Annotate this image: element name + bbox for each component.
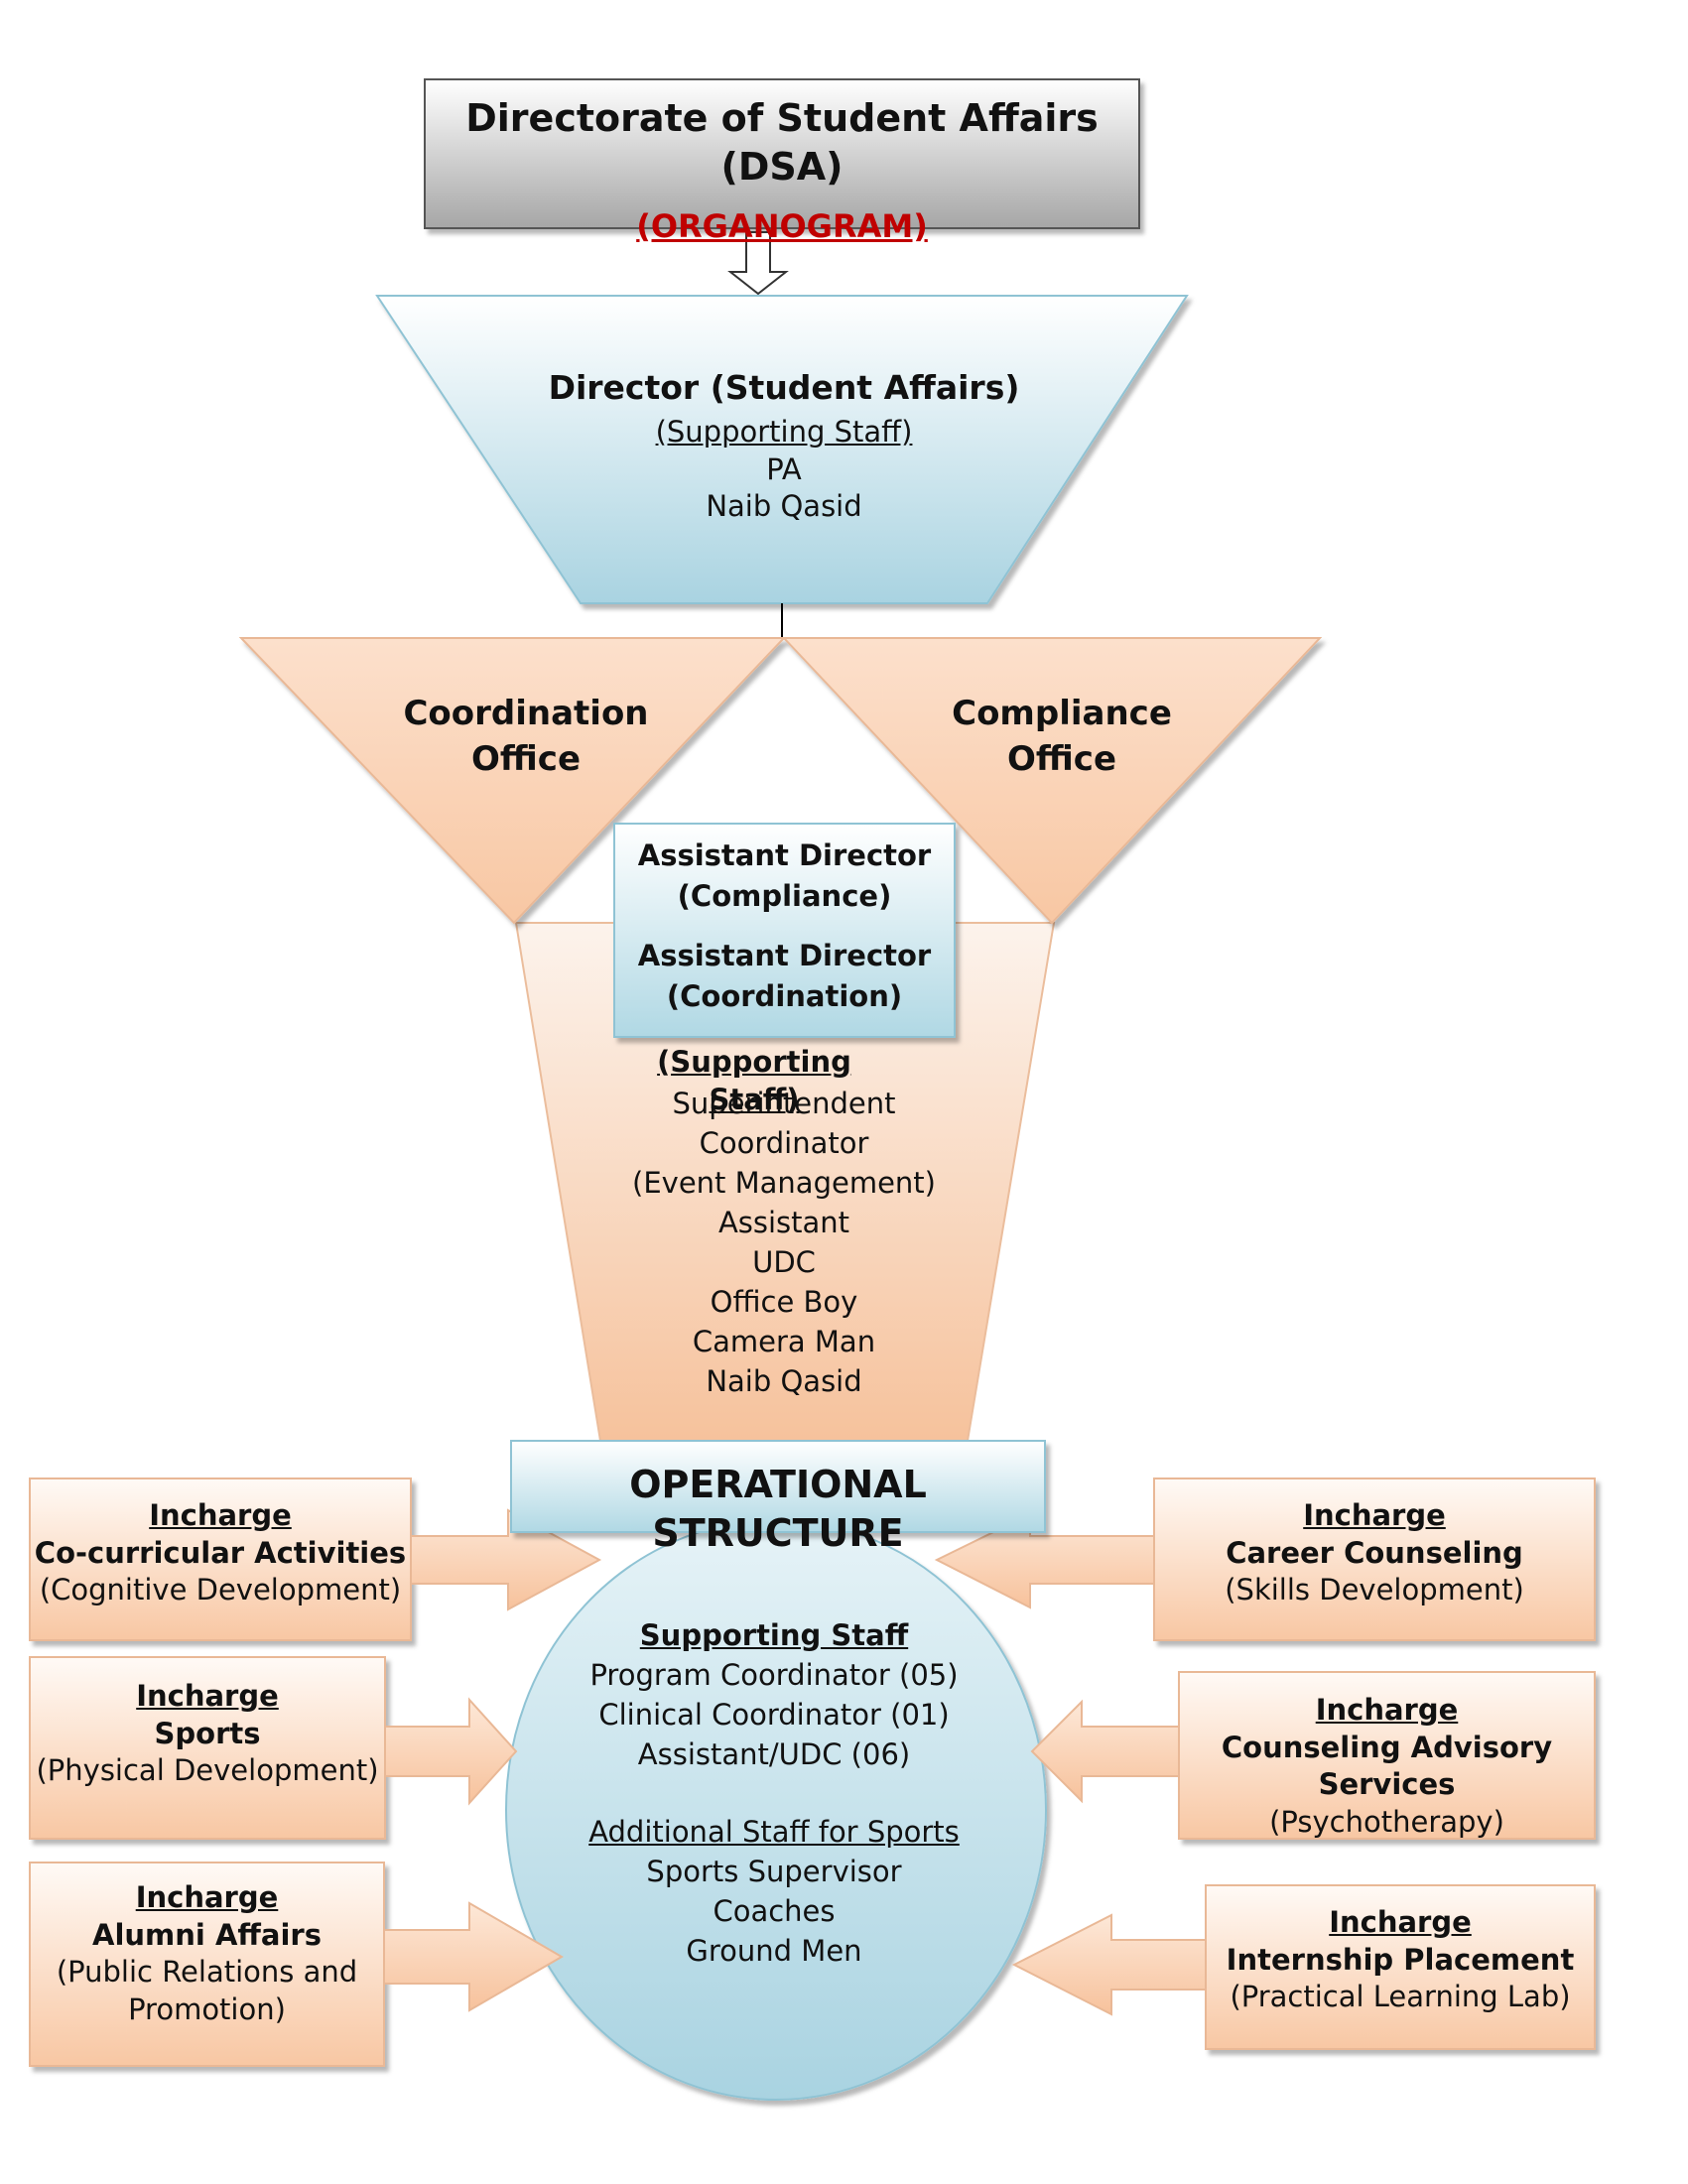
office-staff-item: Naib Qasid <box>706 1364 862 1399</box>
director-staff-heading: (Supporting Staff) <box>655 414 913 449</box>
circle-staff-item: Assistant/UDC (06) <box>637 1737 911 1772</box>
counseling-label: Incharge Counseling Advisory Services (P… <box>1179 1692 1595 1842</box>
circle-staff-block: Supporting Staff Program Coordinator (05… <box>576 1615 973 1971</box>
sports-box <box>29 1656 386 1840</box>
sports-label: Incharge Sports (Physical Development) <box>30 1678 385 1790</box>
arrow-internship-icon <box>1011 1913 1207 2016</box>
circle-sports-heading: Additional Staff for Sports <box>588 1815 960 1850</box>
counseling-desc: (Psychotherapy) <box>1269 1805 1504 1840</box>
arrow-sports-icon <box>384 1697 518 1806</box>
circle-sports-item: Ground Men <box>686 1934 862 1969</box>
internship-box <box>1205 1884 1596 2050</box>
career-box <box>1153 1477 1596 1641</box>
cocurricular-label: Incharge Co-curricular Activities (Cogni… <box>30 1497 411 1609</box>
office-staff-heading: (Supporting Staff) <box>657 1045 851 1116</box>
down-arrow-icon <box>727 231 789 296</box>
ad-coordination-line1: Assistant Director <box>637 939 932 973</box>
alumni-heading: Incharge <box>135 1880 279 1914</box>
circle-sports-item: Sports Supervisor <box>646 1855 902 1889</box>
career-label: Incharge Career Counseling (Skills Devel… <box>1154 1497 1595 1609</box>
internship-heading: Incharge <box>1329 1905 1472 1939</box>
header-title-block: Directorate of Student Affairs (DSA) (OR… <box>425 94 1139 247</box>
assistant-director-block: Assistant Director (Compliance) Assistan… <box>614 835 955 1016</box>
circle-staff-item: Program Coordinator (05) <box>589 1658 959 1693</box>
alumni-desc-line1: (Public Relations and <box>56 1955 358 1990</box>
office-staff-list: Superintendent Coordinator (Event Manage… <box>585 1084 982 1401</box>
arrow-counseling-icon <box>1030 1699 1180 1804</box>
coordination-office-triangle <box>238 637 787 925</box>
office-staff-item: Camera Man <box>692 1325 876 1359</box>
arrow-cocurricular-icon <box>410 1508 602 1611</box>
page-subtitle: (ORGANOGRAM) <box>636 206 928 245</box>
internship-label: Incharge Internship Placement (Practical… <box>1206 1904 1595 2016</box>
sports-name: Sports <box>154 1716 261 1750</box>
counseling-box <box>1178 1671 1596 1840</box>
office-staff-item: Office Boy <box>710 1285 858 1320</box>
internship-name: Internship Placement <box>1226 1942 1575 1977</box>
coordination-office-line2: Office <box>470 738 582 779</box>
ad-compliance-line1: Assistant Director <box>637 838 932 872</box>
ad-compliance-line2: (Compliance) <box>677 878 892 913</box>
coordination-office-line1: Coordination <box>403 694 649 733</box>
alumni-desc-line2: Promotion) <box>128 1992 286 2027</box>
sports-desc: (Physical Development) <box>36 1753 379 1788</box>
ad-coordination-line2: (Coordination) <box>666 978 903 1013</box>
circle-staff-item: Clinical Coordinator (01) <box>598 1698 950 1733</box>
counseling-heading: Incharge <box>1315 1693 1459 1727</box>
internship-desc: (Practical Learning Lab) <box>1230 1980 1571 2014</box>
alumni-label: Incharge Alumni Affairs (Public Relation… <box>30 1879 384 2029</box>
cocurricular-box <box>29 1477 412 1641</box>
cocurricular-name: Co-curricular Activities <box>34 1535 407 1570</box>
title-box <box>424 78 1140 229</box>
page-title: Directorate of Student Affairs (DSA) <box>465 96 1099 190</box>
office-staff-item: Coordinator <box>699 1126 869 1161</box>
cocurricular-desc: (Cognitive Development) <box>39 1573 402 1607</box>
career-name: Career Counseling <box>1226 1535 1523 1570</box>
operational-structure-box <box>510 1440 1046 1533</box>
circle-staff-heading: Supporting Staff <box>639 1618 909 1652</box>
office-staff-item: Assistant <box>717 1206 850 1240</box>
coordination-office-label: Coordination Office <box>377 692 675 783</box>
director-staff-item: Naib Qasid <box>706 489 862 524</box>
compliance-office-triangle <box>781 637 1323 925</box>
alumni-name: Alumni Affairs <box>92 1917 322 1952</box>
director-block: Director (Student Affairs) (Supporting S… <box>536 367 1032 526</box>
operational-structure-title: OPERATIONAL STRUCTURE <box>629 1463 927 1556</box>
career-heading: Incharge <box>1303 1498 1446 1532</box>
office-staff-item: (Event Management) <box>632 1166 936 1201</box>
office-staff-item: UDC <box>752 1245 816 1280</box>
circle-sports-item: Coaches <box>713 1894 836 1929</box>
counseling-name: Counseling Advisory Services <box>1221 1730 1553 1802</box>
assistant-director-box <box>613 823 956 1038</box>
career-desc: (Skills Development) <box>1225 1573 1524 1607</box>
director-title: Director (Student Affairs) <box>548 368 1020 407</box>
cocurricular-heading: Incharge <box>149 1498 292 1532</box>
compliance-office-line2: Office <box>1006 738 1117 779</box>
sports-heading: Incharge <box>136 1679 279 1713</box>
arrow-alumni-icon <box>383 1901 564 2012</box>
alumni-box <box>29 1862 385 2067</box>
director-staff-item: PA <box>766 451 802 486</box>
director-trapezoid <box>375 295 1189 604</box>
compliance-office-line1: Compliance <box>952 694 1172 733</box>
compliance-office-label: Compliance Office <box>913 692 1211 783</box>
office-staff-item: Superintendent <box>672 1087 896 1120</box>
